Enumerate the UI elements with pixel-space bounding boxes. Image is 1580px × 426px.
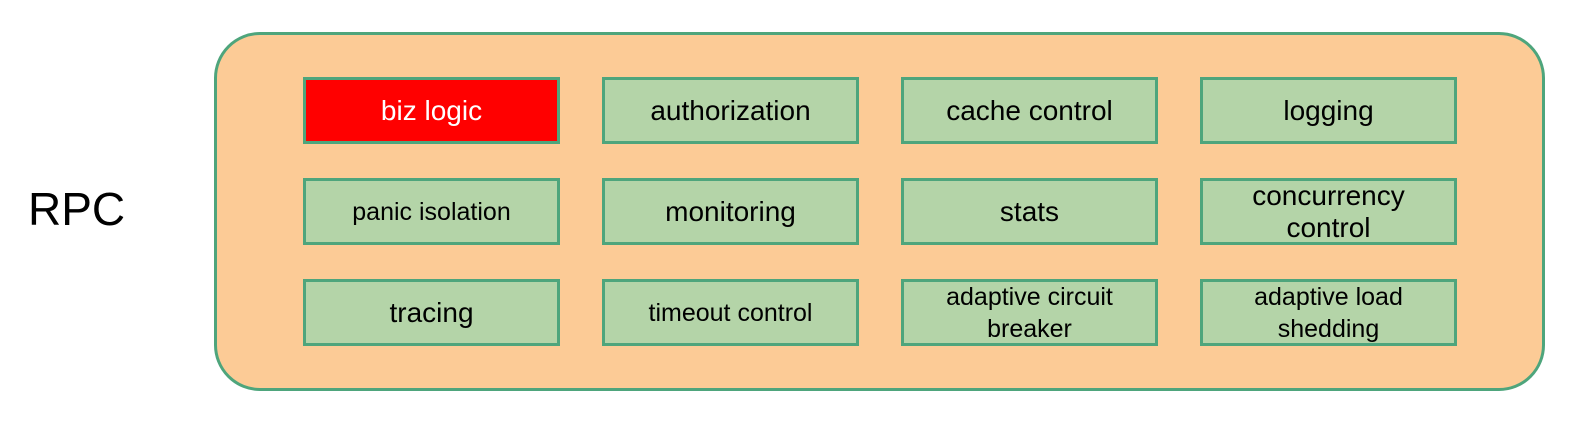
feature-box-grid: biz logic authorization cache control lo…	[303, 77, 1459, 346]
feature-box-tracing[interactable]: tracing	[303, 279, 560, 346]
feature-box-authorization[interactable]: authorization	[602, 77, 859, 144]
feature-box-stats[interactable]: stats	[901, 178, 1158, 245]
feature-box-biz-logic[interactable]: biz logic	[303, 77, 560, 144]
feature-box-concurrency-control[interactable]: concurrency control	[1200, 178, 1457, 245]
feature-box-monitoring[interactable]: monitoring	[602, 178, 859, 245]
feature-box-adaptive-circuit-breaker[interactable]: adaptive circuit breaker	[901, 279, 1158, 346]
rpc-side-label: RPC	[28, 183, 126, 235]
feature-box-adaptive-load-shedding[interactable]: adaptive load shedding	[1200, 279, 1457, 346]
feature-box-timeout-control[interactable]: timeout control	[602, 279, 859, 346]
feature-box-cache-control[interactable]: cache control	[901, 77, 1158, 144]
rpc-feature-container: biz logic authorization cache control lo…	[214, 32, 1545, 391]
feature-box-panic-isolation[interactable]: panic isolation	[303, 178, 560, 245]
feature-box-logging[interactable]: logging	[1200, 77, 1457, 144]
